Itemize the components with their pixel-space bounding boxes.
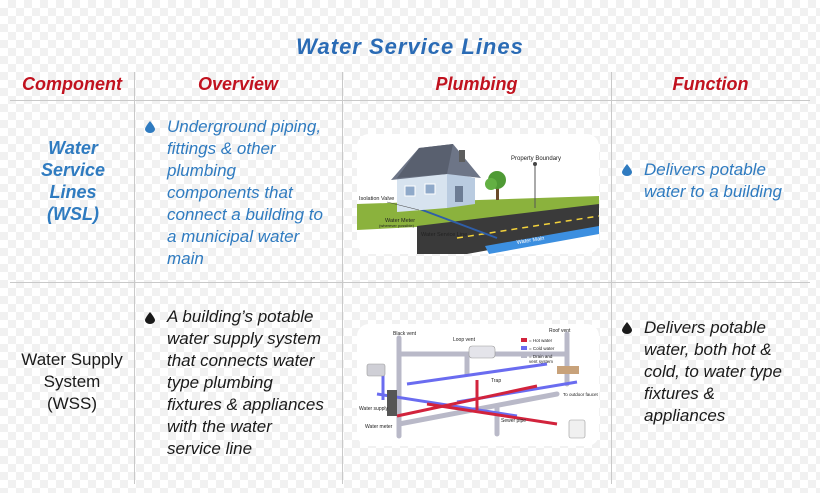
overview-line: service line bbox=[167, 439, 253, 458]
trap-label: Trap bbox=[491, 378, 501, 384]
function-line: water to a building bbox=[644, 182, 782, 201]
row-1-function: Delivers potable water to a building bbox=[644, 159, 810, 203]
overview-line: fittings & other bbox=[167, 139, 276, 158]
overview-line: A building’s potable bbox=[167, 307, 314, 326]
function-line: Delivers potable bbox=[644, 318, 766, 337]
function-line: water, both hot & bbox=[644, 340, 772, 359]
component-line: Service bbox=[40, 160, 106, 180]
isolation-valve-label: Isolation Valve bbox=[359, 196, 394, 202]
overview-line: type plumbing bbox=[167, 373, 273, 392]
overview-line: plumbing bbox=[167, 161, 236, 180]
column-divider bbox=[342, 72, 343, 484]
black-vent-label: Black vent bbox=[393, 331, 417, 337]
overview-line: with the water bbox=[167, 417, 272, 436]
overview-line: a municipal water bbox=[167, 227, 300, 246]
overview-line: components that bbox=[167, 183, 293, 202]
header-overview: Overview bbox=[197, 74, 279, 94]
row-2-component: Water Supply System (WSS) bbox=[10, 349, 134, 415]
loop-vent-label: Loop vent bbox=[453, 337, 476, 343]
page-title: Water Service Lines bbox=[296, 34, 524, 59]
overview-line: water supply system bbox=[167, 329, 321, 348]
water-drop-icon bbox=[622, 164, 632, 176]
component-line: (WSL) bbox=[47, 204, 99, 224]
row-2-overview: A building’s potable water supply system… bbox=[167, 306, 342, 460]
component-line: Water Supply bbox=[21, 350, 123, 369]
water-service-line-illustration: Water Main Property Boundary Isolation V… bbox=[357, 134, 599, 254]
function-line: fixtures & bbox=[644, 384, 715, 403]
water-meter-label: Water Meter bbox=[385, 218, 415, 224]
water-supply-label: Water supply bbox=[359, 406, 388, 412]
component-line: Water bbox=[48, 138, 98, 158]
overview-line: connect a building to bbox=[167, 205, 323, 224]
function-line: Delivers potable bbox=[644, 160, 766, 179]
component-line: Lines bbox=[49, 182, 97, 202]
legend-drain-label: = Drain and bbox=[529, 354, 553, 359]
water-supply-system-illustration: = Hot water = Cold water = Drain and ven… bbox=[357, 324, 599, 446]
outdoor-faucet-label: To outdoor faucet bbox=[563, 392, 599, 397]
water-service-line-label: Water Service Line bbox=[421, 232, 467, 238]
legend-hot-label: = Hot water bbox=[529, 338, 553, 343]
component-line: (WSS) bbox=[46, 394, 98, 413]
property-boundary-label: Property Boundary bbox=[511, 156, 561, 162]
header-plumbing: Plumbing bbox=[435, 74, 518, 94]
overview-line: main bbox=[167, 249, 204, 268]
legend-cold-label: = Cold water bbox=[529, 346, 555, 351]
function-line: appliances bbox=[644, 406, 726, 425]
function-line: cold, to water type bbox=[644, 362, 782, 381]
header-component: Component bbox=[22, 74, 122, 94]
water-drop-icon bbox=[145, 121, 155, 133]
water-drop-icon bbox=[622, 322, 632, 334]
column-divider bbox=[611, 72, 612, 484]
row-1-overview: Underground piping, fittings & other plu… bbox=[167, 116, 342, 270]
row-1-component: Water Service Lines (WSL) bbox=[14, 137, 132, 225]
header-divider bbox=[10, 100, 810, 101]
row-2-function: Delivers potable water, both hot & cold,… bbox=[644, 317, 810, 427]
row-divider bbox=[10, 282, 810, 283]
overview-line: that connects water bbox=[167, 351, 315, 370]
component-line: System bbox=[43, 372, 101, 391]
column-divider bbox=[134, 72, 135, 484]
sewer-pipe-label: Sewer pipe bbox=[501, 418, 526, 424]
header-function: Function bbox=[672, 74, 749, 94]
water-main-label: Water Main bbox=[516, 236, 545, 246]
water-meter-sublabel: (wherever possible) bbox=[379, 223, 415, 228]
water-drop-icon bbox=[145, 312, 155, 324]
water-meter-label: Water meter bbox=[365, 424, 393, 430]
overview-line: Underground piping, bbox=[167, 117, 322, 136]
roof-vent-label: Roof vent bbox=[549, 328, 571, 334]
legend-drain-label-2: vent system bbox=[529, 359, 553, 364]
overview-line: fixtures & appliances bbox=[167, 395, 324, 414]
